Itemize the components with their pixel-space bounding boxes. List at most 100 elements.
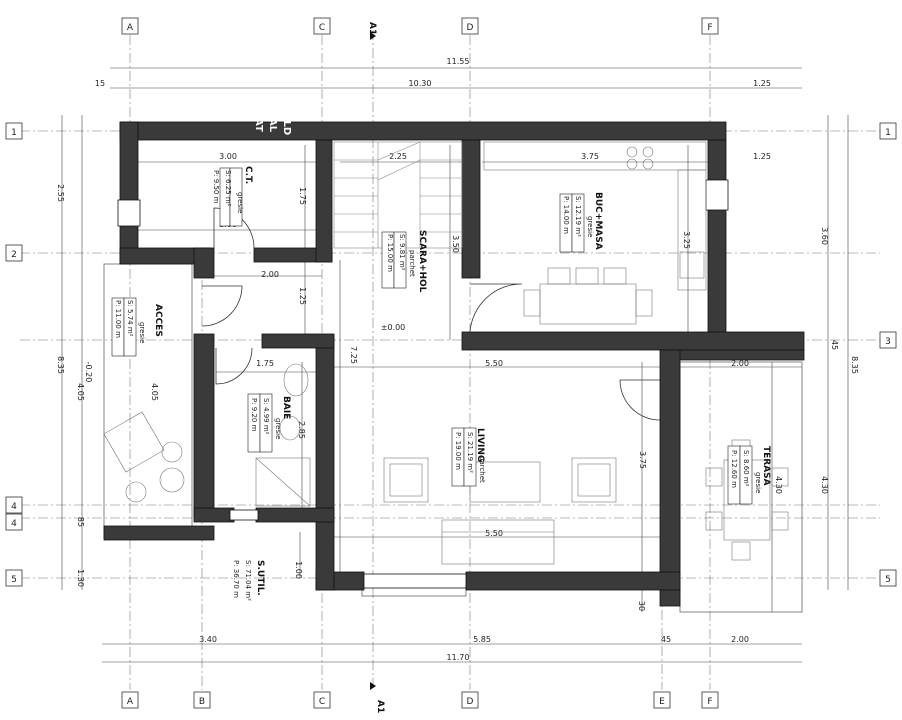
room-area-baie: S: 4.99 m² (262, 398, 270, 435)
dim-right-45: 45 (830, 340, 839, 350)
dim-bottom-b: 5.85 (473, 635, 491, 644)
room-finish-bucatarie: gresie (586, 216, 594, 237)
dim-v-350: 3.50 (451, 235, 460, 253)
room-name-scara: SCARA+HOL (417, 230, 427, 293)
grid-label-bottom-d: D (467, 697, 474, 707)
grid-label-bottom-f: F (707, 697, 712, 707)
grid-label-top-d: D (467, 23, 474, 33)
dimension-lines (61, 67, 849, 663)
room-perim-living: P: 19.00 m (454, 432, 462, 470)
walls (103, 121, 805, 607)
grid-label-top-c: C (319, 23, 325, 33)
room-area-terasa: S: 8.60 m² (742, 450, 750, 487)
room-name-baie: BAIE (281, 396, 291, 419)
section-arrow-top (370, 32, 376, 40)
room-area-scara: S: 9.81 m² (398, 234, 406, 271)
room-area-acces: S: 5.74 m² (126, 300, 134, 337)
room-tag-boxes (111, 167, 753, 505)
dim-v-100: 1.00 (294, 561, 303, 579)
room-finish-ct: gresie (236, 192, 244, 213)
dim-bath-width: 1.75 (256, 359, 274, 368)
dim-v-30: 30 (637, 601, 646, 611)
doors (201, 207, 661, 421)
dim-ct-width: 3.00 (219, 152, 237, 161)
room-area-ct: S: 6.25 m² (224, 170, 232, 207)
dim-right-360: 3.60 (820, 227, 829, 245)
dim-left-255: 2.55 (56, 184, 65, 202)
dim-bottom-c: 45 (661, 635, 671, 644)
dim-bottom-d: 2.00 (731, 635, 749, 644)
room-name-acces: ACCES (153, 304, 163, 337)
total-area: S: 71.04 m² (244, 560, 252, 601)
room-finish-baie: gresie (274, 418, 282, 439)
room-finish-acces: gresie (138, 322, 146, 343)
grid-bubbles (5, 17, 897, 709)
room-name-ct: C.T. (243, 166, 253, 184)
room-perim-terasa: P: 12.60 m (730, 450, 738, 488)
room-perim-scara: P: 15.00 m (386, 234, 394, 272)
dim-v-325: 3.25 (682, 231, 691, 249)
total-perim: P: 36.70 m (232, 560, 240, 598)
grid-label-left-4a: 4 (11, 502, 17, 512)
dim-top-total: 11.55 (447, 57, 470, 66)
grid-label-top-a: A (127, 23, 134, 33)
grid-label-right-3: 3 (885, 337, 891, 347)
dim-v-125: 1.25 (298, 287, 307, 305)
dim-left-020: -0.20 (84, 362, 93, 383)
dim-left-405: 4.05 (76, 383, 85, 401)
section-label-top: A1 (367, 22, 377, 35)
stamp-text-2: AL (267, 118, 278, 133)
dim-v-725: 7.25 (349, 346, 358, 364)
section-arrow-bottom (370, 682, 376, 690)
dining-table (539, 283, 637, 325)
grid-label-right-1: 1 (885, 128, 891, 138)
room-name-living: LIVING (475, 428, 485, 462)
room-perim-ct: P: 9.50 m (212, 170, 220, 204)
room-name-terasa: TERASA (761, 446, 771, 486)
staircase (333, 141, 463, 249)
kitchen-furniture (483, 141, 707, 325)
dim-v-375: 3.75 (638, 451, 647, 469)
room-area-bucatarie: S: 12.19 m² (574, 196, 582, 237)
room-finish-terasa: gresie (754, 472, 762, 493)
plant-decor (103, 411, 185, 503)
windows (117, 179, 729, 589)
grid-label-top-f: F (707, 23, 712, 33)
grid-label-left-2: 2 (11, 250, 17, 260)
dim-left-405b: 4.05 (150, 383, 159, 401)
dim-right-430b: 4.30 (774, 476, 783, 494)
grid-label-right-5: 5 (885, 575, 891, 585)
section-label-bottom: A1 (375, 700, 385, 713)
grid-label-bottom-b: B (199, 697, 205, 707)
dim-top-c: 1.25 (753, 79, 771, 88)
grid-label-left-5: 5 (11, 575, 17, 585)
dim-bottom-a: 3.40 (199, 635, 217, 644)
dim-left-85: 85 (76, 517, 85, 527)
dim-right-125: 1.25 (753, 152, 771, 161)
dim-left-130: 1.30 (76, 569, 85, 587)
dim-living-width: 5.50 (485, 359, 503, 368)
grid-label-left-1: 1 (11, 128, 17, 138)
grid-label-bottom-c: C (319, 697, 325, 707)
room-name-bucatarie: BUC+MASA (593, 192, 603, 250)
dim-left-835: 8.35 (56, 356, 65, 374)
grid-label-bottom-a: A (127, 697, 134, 707)
grid-label-left-4b: 4 (11, 519, 17, 529)
dim-terasa-width: 2.00 (731, 359, 749, 368)
stamp-text-1: OLD (281, 112, 292, 135)
dim-v-285: 2.85 (297, 421, 306, 439)
stamp-text-3: AT (253, 118, 264, 132)
dim-kitchen-width: 3.75 (581, 152, 599, 161)
room-finish-scara: parchet (408, 250, 416, 277)
grid-label-bottom-e: E (659, 697, 665, 707)
living-furniture (383, 457, 617, 565)
room-perim-bucatarie: P: 14.00 m (562, 196, 570, 234)
dim-top-a: 15 (95, 79, 105, 88)
room-perim-baie: P: 9.20 m (250, 398, 258, 432)
room-area-living: S: 21.19 m² (466, 432, 474, 473)
dim-right-835: 8.35 (850, 356, 859, 374)
total-label: S.UTIL. (255, 560, 265, 596)
dim-top-b: 10.30 (409, 79, 432, 88)
dim-stair-width: 2.25 (389, 152, 407, 161)
